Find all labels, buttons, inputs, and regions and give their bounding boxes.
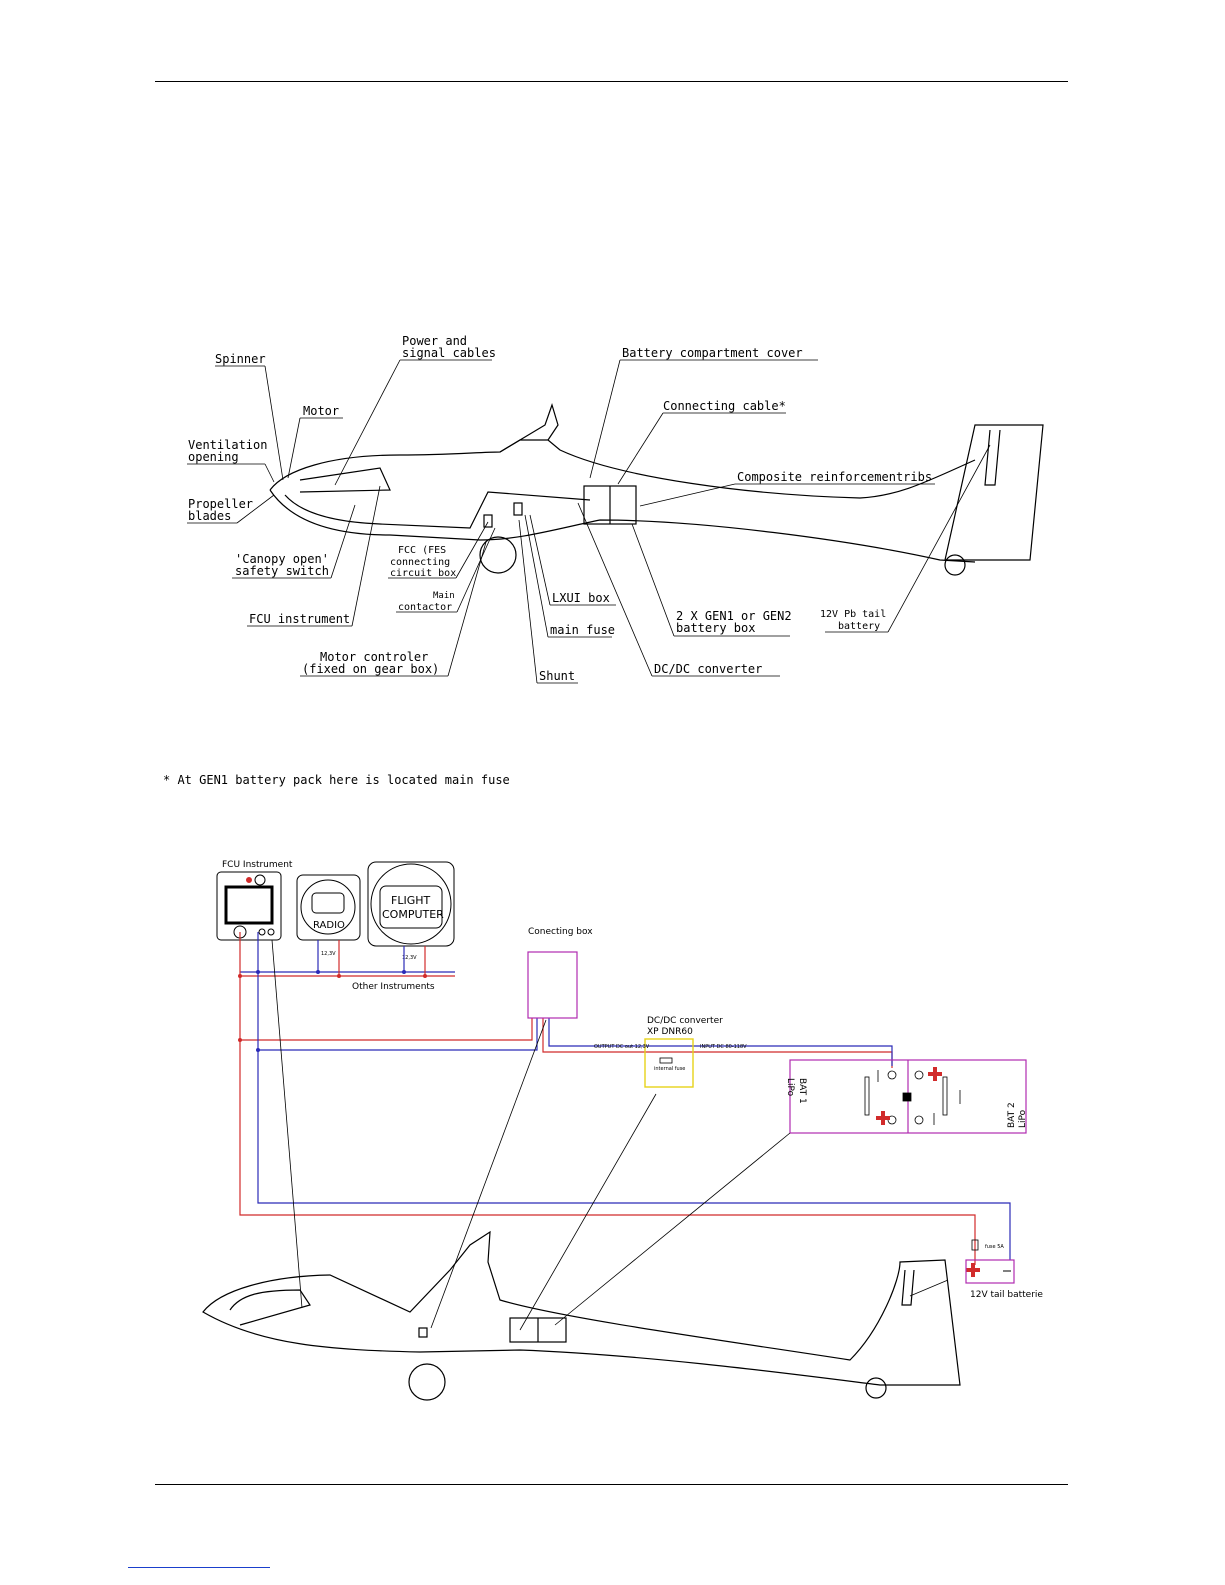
other-instruments: Other Instruments <box>352 982 435 992</box>
bat1-label-1: BAT 1 <box>797 1078 807 1104</box>
label-battery-cover: Battery compartment cover <box>622 346 803 360</box>
label-lxui: LXUI box <box>552 591 610 605</box>
label-composite: Composite reinforcementribs <box>737 470 932 484</box>
fuse-5a-label: fuse 5A <box>985 1244 1004 1250</box>
label-power-2: signal cables <box>402 346 496 360</box>
label-power-1: Power and <box>402 334 467 348</box>
label-fcu-instrument: FCU instrument <box>249 612 350 626</box>
lxui-box-shape <box>513 502 523 516</box>
glider-cutaway-diagram <box>269 403 1044 576</box>
label-canopy-2: safety switch <box>235 564 329 578</box>
label-prop-2: blades <box>188 509 231 523</box>
glider-side-view <box>202 1230 961 1401</box>
fcu-title: FCU Instrument <box>222 860 293 870</box>
label-spinner: Spinner <box>215 352 266 366</box>
label-fcc-1: FCC (FES <box>398 545 446 556</box>
label-vent-1: Ventilation <box>188 438 267 452</box>
fuselage-outline-top <box>269 439 976 499</box>
bat2-label-1: BAT 2 <box>1007 1102 1017 1128</box>
tail-fin <box>944 424 1044 561</box>
input-label: INPUT DC 80-118V <box>700 1044 747 1050</box>
canopy-line <box>299 467 391 493</box>
footer-rule <box>155 1484 1068 1485</box>
bat2-label-2: LiPo <box>1018 1109 1028 1128</box>
internal-fuse-shape <box>659 1057 673 1064</box>
leader-lines-1 <box>187 359 991 684</box>
footnote: * At GEN1 battery pack here is located m… <box>163 773 510 787</box>
internal-fuse-label: internal fuse <box>654 1066 685 1072</box>
radio-instrument <box>296 874 361 941</box>
label-prop-1: Propeller <box>188 497 253 511</box>
label-motor: Motor <box>303 404 339 418</box>
voltage-radio: 12,3V <box>321 951 336 957</box>
cockpit-inner-line <box>284 491 591 529</box>
main-wheel <box>479 536 517 574</box>
footer-link-underline[interactable] <box>128 1567 270 1568</box>
label-motor-ctrl-2: (fixed on gear box) <box>302 662 439 676</box>
label-main-contactor-1: Main <box>433 591 455 601</box>
voltage-fc: 12,3V <box>402 955 417 961</box>
fcu-instrument <box>216 871 282 941</box>
label-canopy-1: 'Canopy open' <box>235 552 329 566</box>
label-connecting-cable: Connecting cable* <box>663 399 786 413</box>
wiring-diagram: FCU Instrument RADIO FLIGHT COMPUTER 12,… <box>202 860 1043 1401</box>
label-shunt: Shunt <box>539 669 575 683</box>
label-motor-ctrl-1: Motor controler <box>320 650 428 664</box>
tail-fin-inner <box>984 429 1001 486</box>
flight-computer-label-2: COMPUTER <box>382 908 444 921</box>
leader-lines-2 <box>271 939 949 1331</box>
connecting-box <box>527 951 578 1019</box>
flight-computer-label-1: FLIGHT <box>391 894 430 907</box>
label-fcc-2: connecting <box>390 557 450 568</box>
plus-icon <box>928 1067 942 1081</box>
label-main-fuse: main fuse <box>550 623 615 637</box>
plus-icons <box>876 1067 980 1277</box>
labels-1: Spinner Power and signal cables Battery … <box>188 334 932 683</box>
header-rule <box>155 81 1068 82</box>
propeller-mast <box>499 403 559 453</box>
label-tail-2: battery <box>838 621 880 632</box>
label-dcdc: DC/DC converter <box>654 662 762 676</box>
tail-battery-label: 12V tail batterie <box>970 1290 1043 1300</box>
battery-cells <box>864 1070 961 1125</box>
label-tail-1: 12V Pb tail <box>820 609 886 620</box>
plus-icon <box>966 1263 980 1277</box>
label-gen-2: battery box <box>676 621 755 635</box>
dcdc-label-2: XP DNR60 <box>647 1027 693 1037</box>
fcc-box-shape <box>483 514 493 528</box>
label-vent-2: opening <box>188 450 239 464</box>
plus-icon <box>876 1111 890 1125</box>
label-main-contactor-2: contactor <box>398 602 452 613</box>
radio-label: RADIO <box>313 920 345 931</box>
label-gen-1: 2 X GEN1 or GEN2 <box>676 609 792 623</box>
fuse-5a-shape <box>971 1239 979 1251</box>
dcdc-converter-box <box>644 1038 694 1088</box>
instrument-bus <box>240 940 455 977</box>
fuselage-outline-bottom <box>269 489 976 563</box>
output-label: OUTPUT DC out 12,3V <box>594 1044 650 1050</box>
connecting-box-label: Conecting box <box>528 927 593 937</box>
label-fcc-3: circuit box <box>390 568 456 579</box>
tail-battery-box <box>965 1259 1015 1284</box>
flight-computer-instrument <box>367 861 455 947</box>
tail-wheel <box>944 554 966 576</box>
dcdc-label-1: DC/DC converter <box>647 1016 723 1026</box>
bat1-label-2: LiPo <box>785 1078 795 1097</box>
